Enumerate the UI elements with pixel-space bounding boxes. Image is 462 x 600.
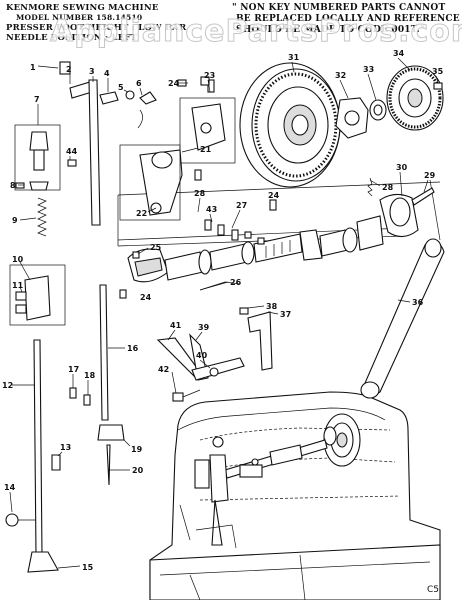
callout-17: 17 [68, 365, 79, 374]
page-code: C5 [427, 585, 439, 595]
callout-24-left: 24 [140, 293, 152, 302]
part-36-connecting-rod [360, 238, 445, 399]
callout-19: 19 [131, 445, 143, 454]
callout-11: 11 [12, 281, 24, 290]
callout-22: 22 [136, 209, 147, 218]
header-note-line1: " NON KEY NUMBERED PARTS CANNOT [232, 3, 446, 13]
callout-9: 9 [12, 216, 18, 225]
callout-35: 35 [432, 67, 444, 76]
callout-33: 33 [363, 65, 374, 74]
callout-37: 37 [280, 310, 291, 319]
callout-15: 15 [82, 563, 94, 572]
callout-14: 14 [4, 483, 16, 492]
part-33-ring [369, 99, 387, 121]
callout-43: 43 [206, 205, 217, 214]
part-32-clutch-washer [335, 97, 369, 139]
callout-18: 18 [84, 371, 96, 380]
callout-26: 26 [230, 278, 242, 287]
callout-13: 13 [60, 443, 71, 452]
callout-36: 36 [412, 298, 424, 307]
header-model-number: MODEL NUMBER 158.14510 [16, 13, 143, 22]
callout-24-top: 24 [168, 79, 180, 88]
callout-1: 1 [30, 63, 36, 72]
header-presser-foot: PRESSER FOOT HEIGHT : LOW BAR [6, 23, 187, 33]
callout-4: 4 [104, 69, 110, 78]
callout-42: 42 [158, 365, 169, 374]
header-model-title: KENMORE SEWING MACHINE [6, 3, 159, 13]
callout-6: 6 [136, 79, 142, 88]
header-needle-position: NEEDLE POSITION : LEFT [6, 33, 138, 43]
stitch-regulator-parts [156, 307, 273, 402]
needle-bar-parts [5, 61, 157, 573]
callout-3: 3 [89, 67, 95, 76]
callout-5: 5 [118, 83, 124, 92]
callout-27: 27 [236, 201, 247, 210]
header-note-line2: BE REPLACED LOCALLY AND REFERENCE [236, 14, 460, 24]
callout-32: 32 [335, 71, 346, 80]
leader-lines [9, 57, 439, 569]
callout-20: 20 [132, 466, 144, 475]
callout-38: 38 [266, 302, 278, 311]
callout-16: 16 [127, 344, 139, 353]
callout-8: 8 [10, 181, 16, 190]
callout-29: 29 [424, 171, 436, 180]
callout-2: 2 [66, 65, 72, 74]
header-note-line3: SHOULD BE MADE TO CODE 001T." [236, 25, 425, 35]
callout-23: 23 [204, 71, 215, 80]
callout-34: 34 [393, 49, 405, 58]
callout-40: 40 [196, 351, 208, 360]
callout-10: 10 [12, 255, 24, 264]
part-34-gear [386, 65, 444, 131]
callout-21: 21 [200, 145, 212, 154]
part-35-screw [433, 82, 443, 90]
callout-44: 44 [66, 147, 78, 156]
small-parts [119, 76, 277, 299]
callout-41: 41 [170, 321, 182, 330]
machine-body [149, 391, 441, 600]
take-up-parts [119, 79, 236, 221]
callout-24-mid: 24 [268, 191, 280, 200]
part-31-hand-wheel [239, 62, 341, 188]
callout-25: 25 [150, 243, 162, 252]
callout-28-right: 28 [382, 183, 394, 192]
watermark: AppliancePartsPros.com [49, 14, 462, 50]
callout-12: 12 [2, 381, 13, 390]
callout-28-left: 28 [194, 189, 206, 198]
callout-numbers: 1 2 3 4 5 6 7 8 9 10 11 12 13 14 15 16 1… [2, 49, 444, 572]
callout-7: 7 [34, 95, 40, 104]
callout-30: 30 [396, 163, 408, 172]
callout-39: 39 [198, 323, 210, 332]
callout-31: 31 [288, 53, 300, 62]
